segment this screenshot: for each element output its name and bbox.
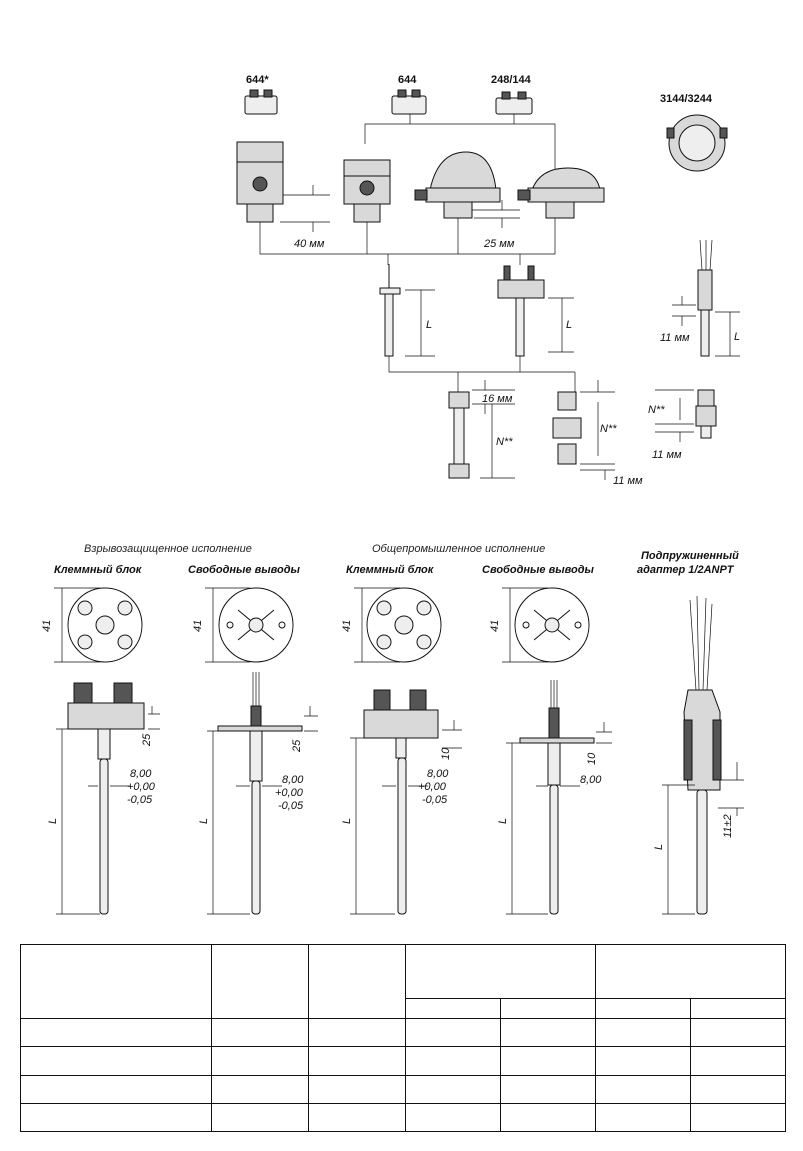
dim-25-b: 25 — [291, 739, 303, 753]
dim-L-1: L — [426, 319, 432, 331]
head-label-3144-3244: 3144/3244 — [660, 93, 713, 105]
extension-spring-3 — [695, 389, 717, 439]
side-view-terminal-1 — [67, 682, 145, 915]
dim-L-3: L — [734, 331, 740, 343]
top-view-free-2 — [514, 587, 590, 663]
table-row — [20, 1017, 786, 1048]
dim-L-e: L — [653, 844, 665, 850]
col-free-leads-2: Свободные выводы — [482, 564, 595, 576]
dim-tolminus-c: -0,05 — [422, 794, 448, 806]
dim-25-a: 25 — [141, 733, 153, 747]
dim-41-d: 41 — [489, 620, 501, 632]
dim-tolminus-b: -0,05 — [278, 800, 304, 812]
dim-10-b: 10 — [586, 752, 598, 765]
head-label-644-star: 644* — [246, 74, 269, 86]
dim-11mm-right: 11 мм — [652, 449, 682, 461]
dim-L-a: L — [47, 818, 59, 824]
dim-N-2: N** — [600, 423, 617, 435]
extension-nipple-1 — [448, 391, 470, 479]
transmitter-248 — [495, 91, 533, 115]
dim-N-1: N** — [496, 436, 513, 448]
dim-40mm: 40 мм — [294, 238, 325, 250]
col-free-leads-1: Свободные выводы — [188, 564, 301, 576]
dim-8-d: 8,00 — [580, 774, 602, 786]
head-248-dome — [414, 151, 501, 219]
dim-11mm-top: 11 мм — [660, 332, 690, 344]
table-cell — [405, 944, 596, 999]
transmitter-644 — [391, 89, 427, 115]
dim-tolplus-a: +0,00 — [127, 781, 156, 793]
group-explosion-proof: Взрывозащищенное исполнение — [84, 543, 252, 555]
table-cell — [20, 944, 212, 1019]
dim-41-c: 41 — [341, 620, 353, 632]
table-cell — [595, 998, 691, 1019]
dim-8-b: 8,00 — [282, 774, 304, 786]
table-cell — [500, 998, 596, 1019]
dim-L-c: L — [341, 818, 353, 824]
dim-25mm: 25 мм — [483, 238, 515, 250]
head-644-star — [236, 141, 284, 223]
housing-3144 — [666, 114, 728, 172]
insert-spring-top — [697, 239, 713, 357]
group-general-industrial: Общепромышленное исполнение — [372, 543, 545, 555]
spec-table — [20, 944, 786, 1133]
col-terminal-block-1: Клеммный блок — [54, 564, 143, 576]
side-view-free-2 — [519, 680, 595, 915]
head-label-248-144: 248/144 — [491, 74, 532, 86]
top-view-free-1 — [218, 587, 294, 663]
col-terminal-block-2: Клеммный блок — [346, 564, 435, 576]
side-view-free-1 — [217, 672, 303, 915]
dim-L-b: L — [198, 818, 210, 824]
spring-adapter-title-2: адаптер 1/2ANPT — [637, 564, 735, 576]
dim-8-c: 8,00 — [427, 768, 449, 780]
dim-8-a: 8,00 — [130, 768, 152, 780]
table-cell — [690, 998, 786, 1019]
insert-free-leads-top — [379, 264, 401, 357]
dim-41-a: 41 — [41, 620, 53, 632]
head-label-644: 644 — [398, 74, 417, 86]
transmitter-644-star — [244, 89, 278, 115]
extension-union-2 — [552, 391, 582, 465]
head-644 — [343, 159, 391, 223]
table-row — [20, 1074, 786, 1104]
side-view-spring-adapter — [683, 595, 722, 915]
head-144-dome — [517, 167, 605, 219]
dim-11pm2: 11±2 — [722, 814, 734, 838]
spring-adapter-title-1: Подпружиненный — [641, 550, 739, 562]
table-cell — [308, 944, 406, 1019]
table-cell — [211, 944, 309, 1019]
top-view-terminal-1 — [67, 587, 143, 663]
table-row — [20, 1046, 786, 1076]
table-cell — [405, 998, 501, 1019]
insert-terminal-block-top — [497, 265, 545, 357]
dim-tolminus-a: -0,05 — [127, 794, 153, 806]
dim-11mm-bottom: 11 мм — [613, 475, 643, 487]
dim-16mm: 16 мм — [482, 393, 513, 405]
dim-L-2: L — [566, 319, 572, 331]
dim-L-d: L — [497, 818, 509, 824]
table-row — [20, 1102, 786, 1133]
dim-N-3: N** — [648, 404, 665, 416]
dim-tolplus-b: +0,00 — [275, 787, 304, 799]
dim-10-a: 10 — [440, 747, 452, 760]
top-view-terminal-2 — [366, 587, 442, 663]
dim-tolplus-c: +0,00 — [418, 781, 447, 793]
side-view-terminal-2 — [363, 689, 439, 915]
dim-41-b: 41 — [192, 620, 204, 632]
table-cell — [595, 944, 786, 999]
